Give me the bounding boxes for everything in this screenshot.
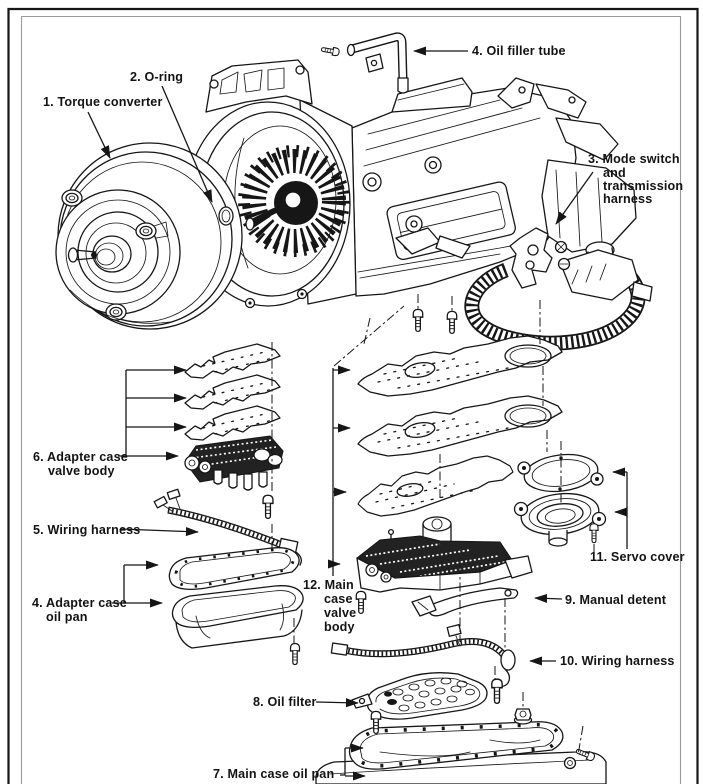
main-valve-body-drawing xyxy=(356,516,533,593)
page-frame xyxy=(7,7,699,784)
bracket-main-oil-pan xyxy=(340,743,366,781)
label-oil-filler-tube: 4. Oil filler tube xyxy=(472,44,566,58)
adapter-valve-body-drawing xyxy=(184,435,284,491)
mode-switch-harness-drawing xyxy=(472,227,653,343)
svg-text:4. Adapter case: 4. Adapter case xyxy=(32,596,127,610)
label-adapter-oil-pan: 4. Adapter case oil pan xyxy=(32,596,127,624)
label-mode-switch: 3. Mode switch and transmission harness xyxy=(588,152,683,206)
converter-lug xyxy=(61,189,83,207)
bell-housing-drawing xyxy=(182,59,357,309)
svg-text:transmission: transmission xyxy=(603,179,683,193)
adapter-plates-drawing xyxy=(184,343,281,441)
oil-filter-drawing xyxy=(351,672,488,720)
svg-text:6. Adapter case: 6. Adapter case xyxy=(33,450,128,464)
svg-text:3. Mode switch: 3. Mode switch xyxy=(588,152,680,166)
main-plates-drawing xyxy=(357,335,563,517)
converter-lug xyxy=(105,303,127,321)
label-wiring-harness-upper: 5. Wiring harness xyxy=(33,523,140,537)
assembly-center-lines xyxy=(271,294,595,756)
torque-converter-drawing xyxy=(55,142,243,330)
label-main-oil-pan: 7. Main case oil pan xyxy=(213,767,334,781)
label-main-valve-body: 12. Main case valve body xyxy=(303,578,356,634)
label-adapter-valve-body: 6. Adapter case valve body xyxy=(33,450,128,478)
label-oil-filter: 8. Oil filter xyxy=(253,695,317,709)
leader-torque-converter xyxy=(87,111,111,159)
leader-o-ring xyxy=(161,85,213,203)
manual-detent-drawing xyxy=(411,587,519,617)
converter-lug xyxy=(135,221,169,240)
callout-labels: 1. Torque converter 2. O-ring 3. Mode sw… xyxy=(32,44,685,781)
leader-mode-switch xyxy=(555,171,594,225)
leader-oil-filter xyxy=(315,698,359,708)
leader-wiring-harness-upper xyxy=(120,526,199,537)
label-o-ring: 2. O-ring xyxy=(130,70,183,84)
svg-text:oil pan: oil pan xyxy=(46,610,88,624)
bracket-servo-cover xyxy=(612,467,628,549)
o-ring-drawing xyxy=(218,206,234,226)
clutch-spline-hub xyxy=(238,145,350,257)
svg-text:harness: harness xyxy=(603,192,652,206)
washer xyxy=(563,756,577,770)
bracket-main-valve-body xyxy=(327,365,351,576)
svg-text:12. Main: 12. Main xyxy=(303,578,354,592)
wiring-harness-lower-drawing xyxy=(330,624,516,687)
bracket-adapter-valve-body xyxy=(118,365,187,461)
main-oil-pan-drawing xyxy=(315,721,607,784)
adapter-oil-pan-drawing xyxy=(168,547,304,649)
leader-manual-detent xyxy=(534,593,563,603)
svg-text:case: case xyxy=(324,592,353,606)
label-servo-cover: 11. Servo cover xyxy=(590,550,685,564)
callout-leaders xyxy=(87,46,628,781)
bracket-adapter-oil-pan xyxy=(112,560,163,608)
svg-text:and: and xyxy=(603,166,626,180)
svg-text:valve: valve xyxy=(324,606,356,620)
label-wiring-harness-lower: 10. Wiring harness xyxy=(560,654,675,668)
label-manual-detent: 9. Manual detent xyxy=(565,593,667,607)
fastener-bolts xyxy=(262,308,599,770)
nut xyxy=(513,708,533,725)
svg-text:valve body: valve body xyxy=(48,464,115,478)
label-torque-converter: 1. Torque converter xyxy=(43,95,163,109)
svg-text:body: body xyxy=(324,620,355,634)
oil-filler-tube-drawing xyxy=(320,32,409,94)
